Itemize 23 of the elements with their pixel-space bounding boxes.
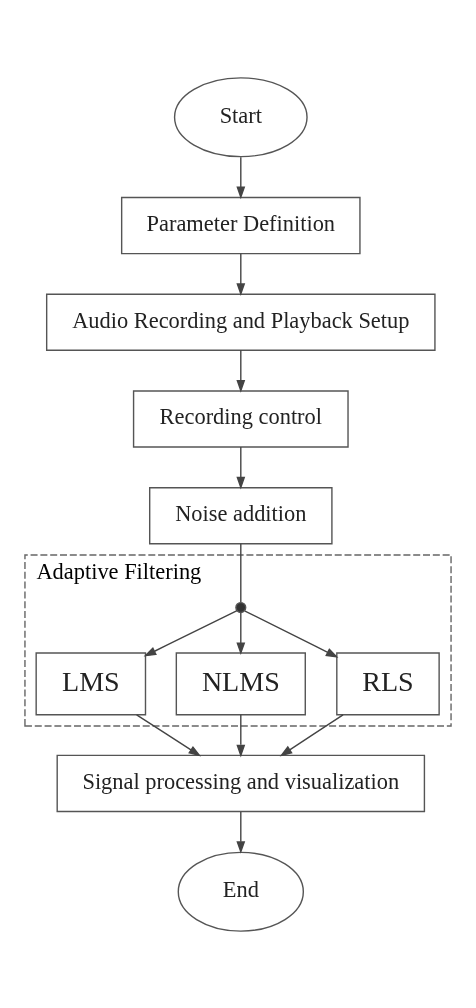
arrow <box>236 445 246 489</box>
arrow <box>236 713 246 757</box>
node-box: RLS <box>336 651 440 715</box>
node-ellipse: Start <box>173 76 308 157</box>
node-box: Recording control <box>132 389 349 448</box>
node-box: Parameter Definition <box>120 196 361 254</box>
arrow <box>279 713 344 756</box>
arrow <box>236 252 246 296</box>
node-box: NLMS <box>175 651 306 715</box>
node-ellipse: End <box>177 851 304 932</box>
node-circle <box>235 601 247 613</box>
node-box: LMS <box>35 651 147 715</box>
arrow <box>143 609 238 657</box>
arrow <box>236 349 246 393</box>
node-box: Audio Recording and Playback Setup <box>46 293 436 351</box>
arrow <box>236 156 246 199</box>
arrow <box>244 609 339 658</box>
arrow <box>236 611 246 655</box>
arrow <box>135 713 202 756</box>
connector <box>240 542 242 603</box>
arrow <box>236 810 246 854</box>
node-box: Noise addition <box>149 486 333 544</box>
node-box: Signal processing and visualization <box>56 754 426 812</box>
